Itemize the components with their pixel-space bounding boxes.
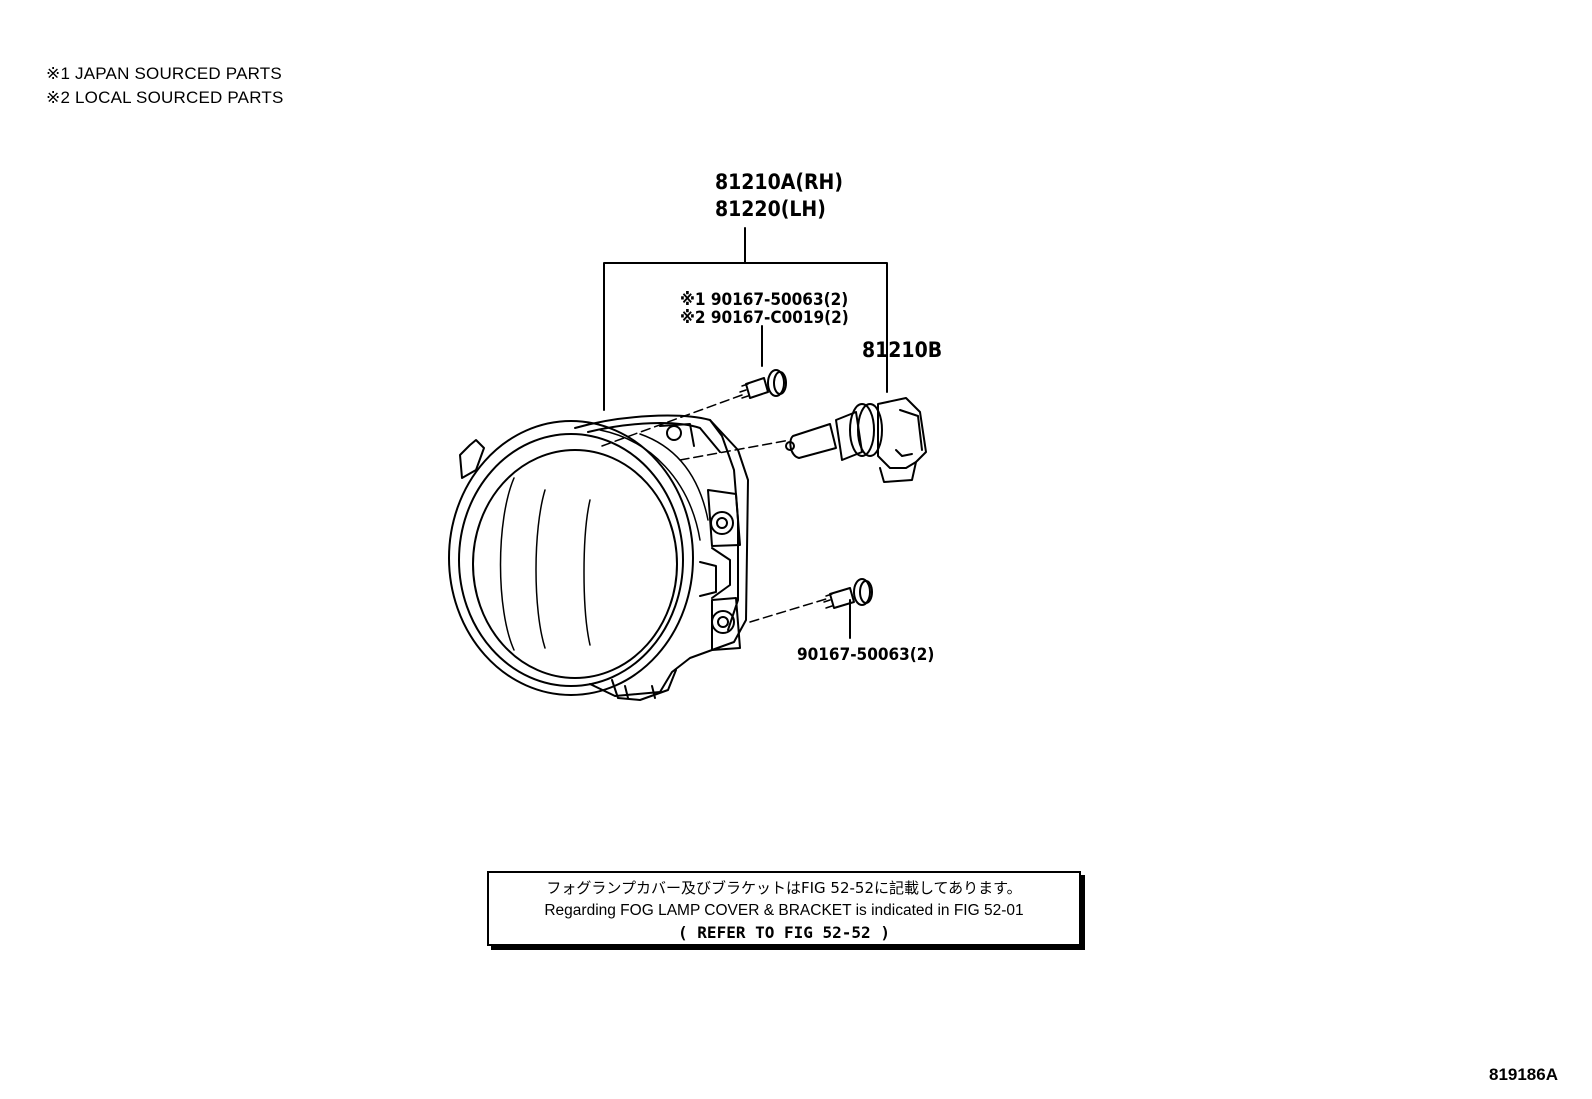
note-japanese: フォグランプカバー及びブラケットはFIG 52-52に記載してあります。 [546, 879, 1022, 897]
figure-id: 819186A [1488, 1065, 1558, 1084]
legend-japan-sourced: ※1 JAPAN SOURCED PARTS [46, 64, 282, 83]
bulb-part-number: 81210B [862, 338, 943, 362]
screw-top-part-number-japan: ※1 90167-50063(2) [680, 290, 849, 310]
screw-bottom [749, 578, 873, 623]
assembly-leader-lines [603, 227, 888, 639]
cover-bracket-note: フォグランプカバー及びブラケットはFIG 52-52に記載してあります。 Reg… [487, 871, 1081, 946]
legend-local-sourced: ※2 LOCAL SOURCED PARTS [46, 88, 284, 107]
source-legend: ※1 JAPAN SOURCED PARTS ※2 LOCAL SOURCED … [46, 62, 284, 110]
note-reference: ( REFER TO FIG 52-52 ) [678, 923, 890, 942]
screw-top [601, 369, 787, 447]
note-english: Regarding FOG LAMP COVER & BRACKET is in… [544, 902, 1024, 919]
fog-lamp-housing [448, 414, 749, 701]
assembly-lh-part-number: 81220(LH) [715, 197, 826, 221]
assembly-rh-part-number: 81210A(RH) [715, 170, 843, 194]
screw-top-part-number-local: ※2 90167-C0019(2) [680, 308, 849, 328]
screw-bottom-part-number: 90167-50063(2) [797, 645, 935, 665]
bulb [679, 397, 927, 483]
